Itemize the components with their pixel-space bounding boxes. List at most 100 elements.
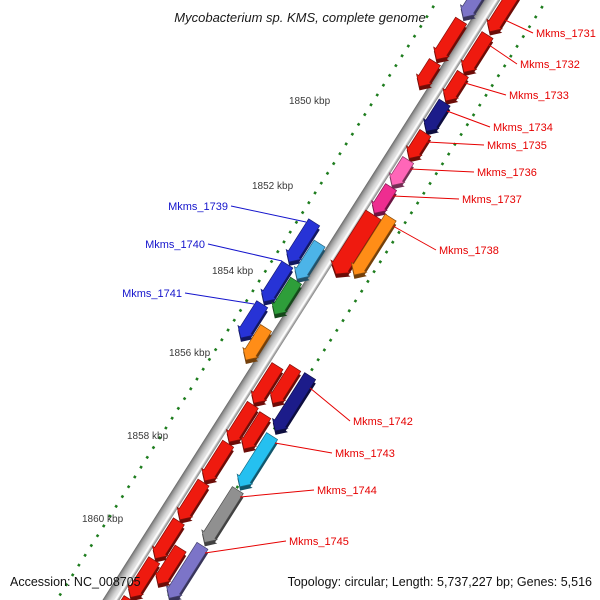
leader-Mkms_1736 [409,168,475,173]
map-title: Mycobacterium sp. KMS, complete genome [174,10,425,25]
gene-arrow[interactable] [121,555,163,600]
gene-arrow-body [236,432,279,488]
gene-arrow-body [460,31,494,73]
gene-Mkms_1742[interactable] [266,371,320,439]
gene-labels-plus: Mkms_1731 Mkms_1732 Mkms_1733 Mkms_1734 … [289,28,596,548]
leader-Mkms_1741 [184,292,255,305]
leader-Mkms_1737 [392,195,460,200]
gene-Mkms_1732[interactable] [455,30,497,81]
ruler-labels: 1850 kbp 1852 kbp 1854 kbp 1856 kbp 1858… [82,96,331,525]
gene-arrow-body [260,260,294,303]
gene-Mkms_1736[interactable] [383,155,418,194]
gene-arrow-body [152,517,185,559]
gene-arrow[interactable] [195,439,237,490]
ruler-label-1850: 1850 kbp [289,96,331,107]
gene-arrow[interactable] [171,478,213,529]
leader-Mkms_1745 [204,540,287,554]
gene-arrow[interactable] [410,57,444,95]
gene-arrow-body [433,16,468,60]
gene-label-Mkms_1744[interactable]: Mkms_1744 [317,485,377,497]
gene-arrow[interactable] [220,400,262,451]
gene-Mkms_1739[interactable] [280,218,324,271]
leader-Mkms_1739 [230,205,307,223]
gene-Mkms_1745[interactable] [160,541,212,600]
gene-label-Mkms_1734[interactable]: Mkms_1734 [493,122,553,134]
leader-Mkms_1734 [446,110,491,128]
gene-Mkms_1737[interactable] [365,182,400,222]
gene-layer [104,0,523,600]
gene-arrow-body [271,276,303,315]
gene-arrow-body [388,156,415,186]
gene-Mkms_1735[interactable] [400,128,435,167]
gene-arrow-body [405,129,432,159]
leader-Mkms_1738 [392,225,437,251]
gene-label-Mkms_1741[interactable]: Mkms_1741 [122,288,182,300]
gene-label-Mkms_1743[interactable]: Mkms_1743 [335,448,395,460]
tick-line-left [23,0,498,600]
gene-arrow-body [237,300,269,339]
gene-arrow-body [293,239,326,280]
gene-arrow-body [350,213,397,276]
backbone-highlight [65,0,529,600]
gene-arrow-body [250,362,284,404]
leader-Mkms_1744 [239,489,315,498]
ruler-label-1852: 1852 kbp [252,181,294,192]
gene-arrow-body [201,486,244,543]
leader-lines [184,19,534,554]
gene-Mkms_1740[interactable] [255,260,297,311]
gene-arrow-body [165,541,209,599]
gene-Mkms_1734[interactable] [417,98,454,140]
gene-label-Mkms_1735[interactable]: Mkms_1735 [487,140,547,152]
ruler-label-1856: 1856 kbp [169,348,211,359]
gene-arrow[interactable] [146,517,188,568]
gene-arrow-body [225,400,259,443]
gene-arrow[interactable] [265,276,305,323]
gene-label-Mkms_1745[interactable]: Mkms_1745 [289,536,349,548]
gene-arrow[interactable] [236,323,275,369]
gene-arrow-body [272,372,317,432]
gene-label-Mkms_1742[interactable]: Mkms_1742 [353,416,413,428]
gene-label-Mkms_1731[interactable]: Mkms_1731 [536,28,596,40]
gene-arrow-body [423,98,451,132]
gene-arrow-body [154,544,187,585]
gene-Mkms_1744[interactable] [195,485,247,551]
gene-arrow-body [242,324,273,361]
leader-Mkms_1733 [464,82,507,96]
gene-label-Mkms_1740[interactable]: Mkms_1740 [145,239,205,251]
gene-arrow[interactable] [245,361,287,412]
gene-arrow-body [459,0,492,18]
gene-arrow-body [486,0,521,33]
gene-arrow[interactable] [263,363,304,412]
ruler-label-1858: 1858 kbp [127,431,169,442]
gene-Mkms_1741[interactable] [231,299,271,346]
leader-Mkms_1731 [504,19,534,34]
gene-Mkms_1731[interactable] [480,0,523,40]
gene-label-Mkms_1733[interactable]: Mkms_1733 [509,90,569,102]
gene-arrow-body [285,218,321,263]
leader-Mkms_1732 [488,44,518,65]
gene-Mkms_1743[interactable] [231,431,282,495]
gene-Mkms_1733[interactable] [436,69,472,110]
gene-arrow[interactable] [427,16,470,68]
gene-arrow-body [330,209,382,275]
gene-arrow[interactable] [454,0,495,26]
gene-Mkms_1738[interactable] [345,213,400,284]
gene-arrow[interactable] [288,239,329,288]
ruler-label-1860: 1860 kbp [82,514,124,525]
gene-label-Mkms_1738[interactable]: Mkms_1738 [439,245,499,257]
gene-arrow[interactable] [324,209,384,284]
gene-label-Mkms_1739[interactable]: Mkms_1739 [168,201,228,213]
gene-label-Mkms_1732[interactable]: Mkms_1732 [520,59,580,71]
gene-arrow[interactable] [235,410,275,457]
gene-arrow-body [240,411,272,450]
gene-arrow-body [442,69,469,102]
gene-label-Mkms_1737[interactable]: Mkms_1737 [462,194,522,206]
gene-arrow-body [127,556,161,598]
gene-label-Mkms_1736[interactable]: Mkms_1736 [477,167,537,179]
leader-Mkms_1742 [309,387,351,422]
gene-arrow[interactable] [149,544,190,593]
leader-Mkms_1735 [426,141,485,146]
genome-backbone [57,0,531,600]
